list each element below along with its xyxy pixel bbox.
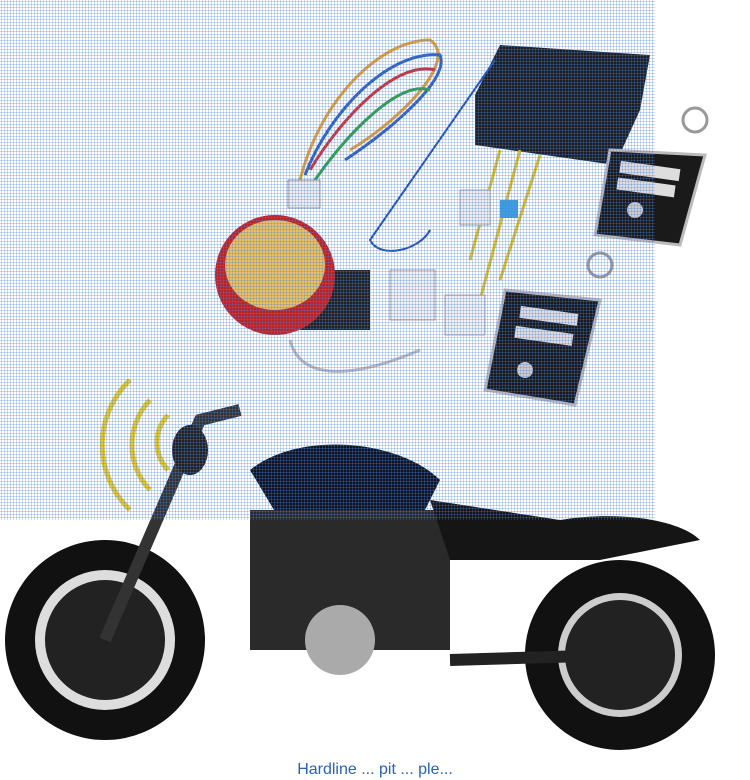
remote-key-fob <box>483 251 614 407</box>
connector <box>444 294 486 336</box>
siren-speaker <box>215 215 421 373</box>
caption-text: Hardline ... pit ... ple... <box>297 761 453 778</box>
wiring-harness <box>287 38 443 209</box>
signal-waves-icon <box>99 378 170 512</box>
connector <box>389 269 436 321</box>
motorcycle <box>5 404 715 750</box>
